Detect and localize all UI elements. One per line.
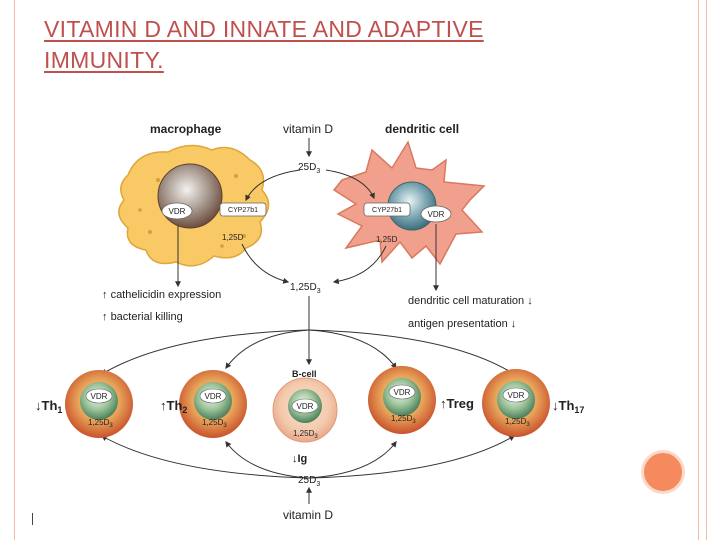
svg-text:1,25D3: 1,25D3 <box>505 417 530 428</box>
svg-text:VDR: VDR <box>428 210 445 219</box>
th2-cell: VDR 1,25D3 <box>179 370 247 438</box>
svg-text:1,25D3: 1,25D3 <box>293 429 318 440</box>
25d3-top-label: 25D3 <box>298 162 320 175</box>
arc-to-treg <box>308 329 397 369</box>
bcell-label: B-cell <box>292 369 317 379</box>
dendritic-cell <box>332 140 486 266</box>
svg-text:1,25D3: 1,25D3 <box>202 418 227 429</box>
th17-label: ↓Th17 <box>552 398 584 415</box>
bottom-arc-to-th17 <box>308 435 516 479</box>
dendritic-vdr-badge: VDR <box>420 205 452 223</box>
b-cell: VDR 1,25D3 <box>272 377 338 443</box>
bacterial-killing-label: ↑ bacterial killing <box>102 311 183 323</box>
svg-text:VDR: VDR <box>297 402 314 411</box>
treg-label: ↑Treg <box>440 396 474 411</box>
decorative-orange-dot <box>641 450 685 494</box>
25d3-to-macrophage-arrow <box>245 169 301 202</box>
cathelicidin-expression-label: ↑ cathelicidin expression <box>102 289 221 301</box>
arc-to-th1 <box>100 329 310 375</box>
macrophage-cyp27b1-badge: CYP27b1 <box>219 202 267 217</box>
svg-text:CYP27b1: CYP27b1 <box>372 207 402 214</box>
macrophage-vdr-badge: VDR <box>161 202 193 220</box>
macrophage-cell <box>118 144 270 267</box>
bottom-arc-to-treg <box>308 441 397 479</box>
svg-text:1,25D3: 1,25D3 <box>391 414 416 425</box>
ig-label: ↓Ig <box>292 453 307 465</box>
dendritic-125d3-label: 1,25D <box>376 235 398 244</box>
bottom-arc-to-th2 <box>225 441 310 479</box>
dendritic-maturation-label: dendritic cell maturation ↓ <box>408 295 533 307</box>
th2-label: ↑Th2 <box>160 398 187 415</box>
125d3-center-label: 1,25D3 <box>290 282 321 295</box>
macrophage-125d3-label: 1,25D <box>222 233 244 242</box>
svg-text:VDR: VDR <box>169 207 186 216</box>
left-decorative-rule <box>14 0 15 540</box>
treg-cell: VDR 1,25D3 <box>368 366 436 434</box>
svg-text:VDR: VDR <box>205 392 222 401</box>
dendritic-cell-label: dendritic cell <box>385 122 459 136</box>
arc-to-th17 <box>308 329 516 375</box>
th1-cell: VDR 1,25D3 <box>65 370 133 438</box>
svg-text:1,25D3: 1,25D3 <box>88 418 113 429</box>
25d3-bottom-label: 25D3 <box>298 475 320 488</box>
dendritic-cyp27b1-badge: CYP27b1 <box>363 202 411 217</box>
bottom-arc-to-th1 <box>100 435 310 479</box>
svg-text:VDR: VDR <box>91 392 108 401</box>
svg-text:VDR: VDR <box>508 391 525 400</box>
vitamin-d-top-label: vitamin D <box>283 122 333 136</box>
antigen-presentation-label: antigen presentation ↓ <box>408 318 516 330</box>
dendritic-to-125d3-arrow <box>332 245 387 285</box>
tiny-marker <box>32 513 33 525</box>
25d3-to-dendritic-arrow <box>325 169 375 200</box>
svg-text:VDR: VDR <box>394 388 411 397</box>
th17-cell: VDR 1,25D3 <box>482 369 550 437</box>
right-decorative-rule <box>698 0 699 540</box>
svg-text:CYP27b1: CYP27b1 <box>228 207 258 214</box>
arc-to-th2 <box>225 329 310 369</box>
th1-label: ↓Th1 <box>35 398 62 415</box>
macrophage-to-125d3-arrow <box>241 243 290 284</box>
right-decorative-rule-outer <box>706 0 707 540</box>
macrophage-label: macrophage <box>150 122 222 136</box>
vitamin-d-bottom-label: vitamin D <box>283 508 333 522</box>
slide-title: VITAMIN D AND INNATE AND ADAPTIVE IMMUNI… <box>44 16 484 73</box>
